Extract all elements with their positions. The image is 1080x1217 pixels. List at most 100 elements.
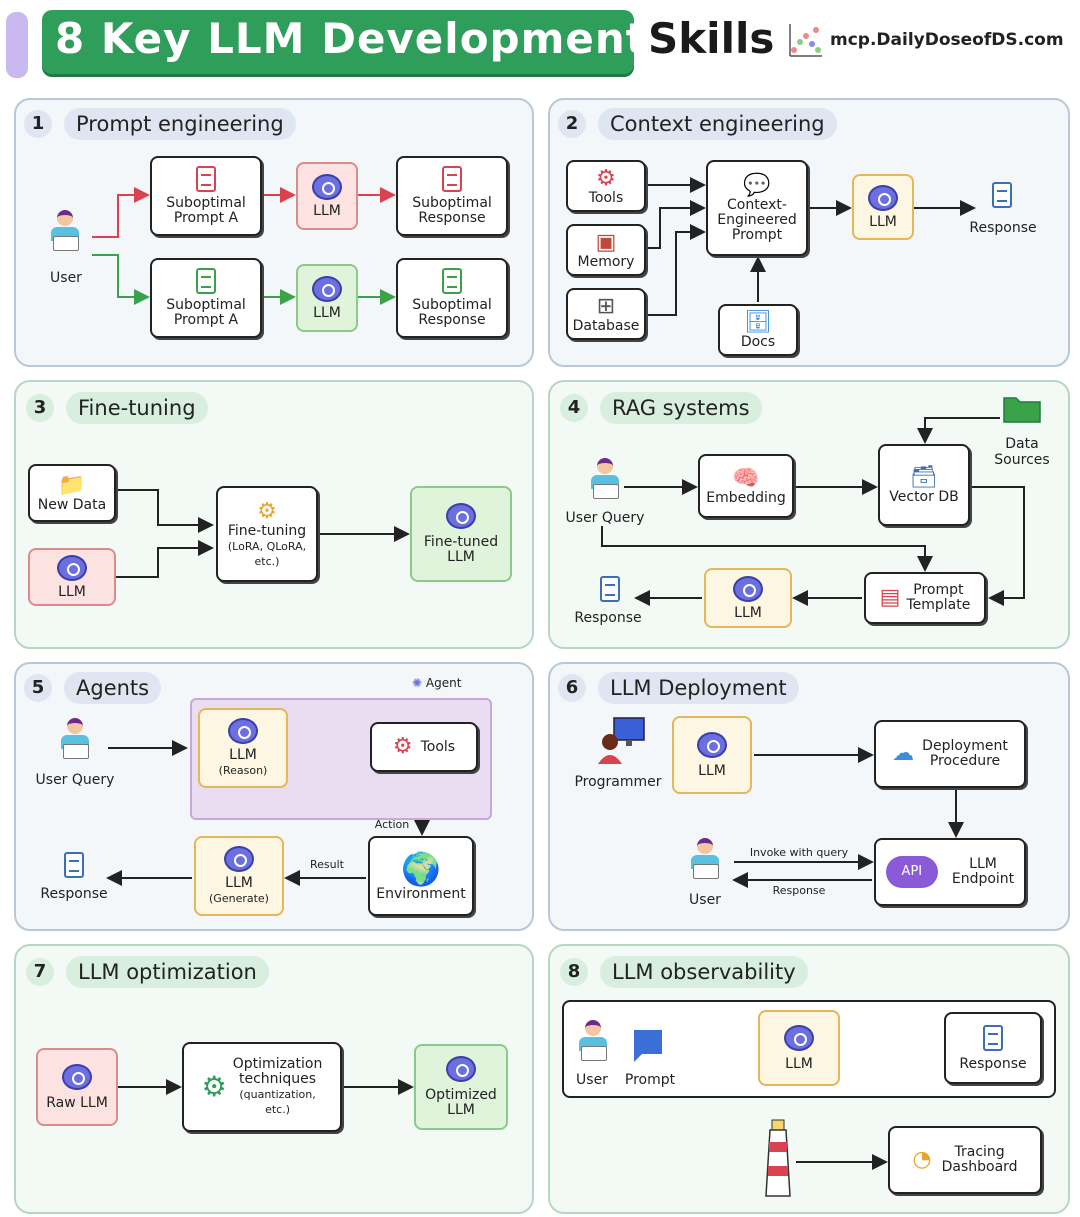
optimization-techniques-box: ⚙ Optimization techniques (quantization,…: [182, 1042, 342, 1132]
response-box: Response: [944, 1012, 1042, 1084]
action-label: Action: [374, 818, 410, 831]
panel-number: 5: [24, 674, 52, 702]
panel-title: Agents: [64, 672, 162, 704]
llm-icon: [312, 275, 342, 302]
site-url: mcp.DailyDoseofDS.com: [830, 30, 1064, 50]
title-accent-bar: [6, 12, 28, 78]
context-engineered-prompt-box: 💬 Context- Engineered Prompt: [706, 160, 808, 256]
panel-title: LLM observability: [600, 956, 808, 988]
gear-icon: ⚙: [392, 734, 413, 759]
gear-check-icon: ⚙: [257, 498, 277, 524]
user-query-label: User Query: [35, 772, 115, 788]
llm-icon: [733, 575, 763, 602]
panel-number: 8: [560, 958, 588, 986]
document-icon: [442, 166, 462, 192]
llm-box: LLM: [672, 716, 752, 794]
llm-reason-box: LLM (Reason): [198, 708, 288, 788]
box-label: LLM: [225, 875, 253, 891]
user-icon: [58, 718, 92, 759]
box-label: Memory: [577, 253, 635, 270]
llm-icon: [312, 173, 342, 200]
panel-number: 7: [26, 958, 54, 986]
gear-icon: ⚙: [596, 165, 616, 191]
user-query-label: User Query: [565, 510, 645, 526]
user-label: User: [689, 892, 721, 908]
dashboard-chart-icon: ◔: [912, 1147, 932, 1172]
box-label: LLM: [313, 304, 341, 321]
box-label: LLM Endpoint: [951, 856, 1015, 887]
panel-title: Fine-tuning: [66, 392, 208, 424]
box-label: Suboptimal Response: [412, 195, 492, 226]
tools-box: ⚙ Tools: [370, 722, 478, 772]
document-icon: [983, 1024, 1003, 1051]
panel-number: 4: [560, 394, 588, 422]
box-label: LLM: [869, 213, 897, 230]
programmer-label: Programmer: [574, 774, 662, 790]
chat-bubble-icon: 💬: [743, 172, 771, 198]
panel-number: 2: [558, 110, 586, 138]
globe-icon: 🌍: [401, 849, 441, 888]
box-label: LLM: [698, 762, 726, 779]
response-document-icon: [600, 576, 620, 602]
response-document-icon: [992, 182, 1012, 208]
scatter-logo-icon: [788, 22, 824, 58]
box-sublabel: (LoRA, QLoRA, etc.): [227, 539, 307, 568]
llm-box: LLM: [758, 1010, 840, 1086]
box-label: Docs: [740, 333, 776, 350]
prompt-label: Prompt: [624, 1072, 676, 1088]
environment-box: 🌍 Environment: [368, 836, 474, 916]
llm-icon: [228, 718, 258, 744]
box-label: Suboptimal Prompt A: [166, 195, 246, 226]
llm-box: LLM: [704, 568, 792, 628]
raw-llm-box: Raw LLM: [36, 1048, 118, 1126]
panel-title: LLM optimization: [66, 956, 269, 988]
llm-icon: [784, 1024, 814, 1051]
document-icon: [442, 268, 462, 294]
template-icon: ▤: [879, 585, 901, 610]
invoke-label: Invoke with query: [749, 846, 849, 859]
embedding-box: 🧠 Embedding: [698, 454, 794, 518]
box-label: LLM: [58, 583, 86, 600]
network-icon: ⊞: [596, 293, 616, 319]
box-sublabel: (quantization, etc.): [239, 1088, 316, 1116]
panel-title: Prompt engineering: [64, 108, 296, 140]
box-label: Database: [572, 317, 640, 334]
chat-icon: [628, 1026, 668, 1064]
suboptimal-prompt-a-box: Suboptimal Prompt A: [150, 156, 262, 236]
box-label: Vector DB: [889, 488, 959, 505]
tools-box: ⚙ Tools: [566, 160, 646, 212]
box-label: Optimization techniques: [232, 1056, 323, 1087]
box-label: Deployment Procedure: [922, 738, 1008, 769]
suboptimal-prompt-b-box: Suboptimal Prompt A: [150, 258, 262, 338]
box-label: LLM: [734, 604, 762, 621]
result-label: Result: [310, 858, 344, 871]
box-label: Context- Engineered Prompt: [717, 196, 797, 243]
folder-icon: 📁: [58, 472, 86, 498]
box-label: Environment: [376, 885, 466, 902]
box-label: Fine-tuned LLM: [423, 534, 499, 565]
response-document-icon: [64, 852, 84, 878]
suboptimal-response-box: Suboptimal Response: [396, 156, 508, 236]
response-label: Response: [969, 220, 1037, 236]
database-box: ⊞ Database: [566, 288, 646, 340]
database-icon: 🗃: [910, 464, 938, 490]
llm-icon: [446, 1056, 476, 1082]
box-label: Fine-tuning: [227, 522, 307, 539]
box-label: Raw LLM: [46, 1094, 108, 1111]
llm-box: LLM: [296, 162, 358, 230]
llm-box: LLM: [28, 548, 116, 606]
llm-icon: [62, 1063, 92, 1090]
response-label: Response: [772, 884, 826, 897]
box-label: Embedding: [706, 489, 786, 506]
panel-number: 6: [558, 674, 586, 702]
box-label: New Data: [37, 496, 107, 513]
llm-icon: [697, 731, 727, 758]
agent-tag: ✺ Agent: [412, 676, 461, 690]
page-title: 8 Key LLM Development: [55, 14, 647, 63]
user-icon: [688, 838, 722, 879]
llm-icon: ✺: [412, 676, 423, 690]
panel-title: LLM Deployment: [598, 672, 799, 704]
llm-generate-box: LLM (Generate): [194, 836, 284, 916]
box-label: LLM: [313, 202, 341, 219]
llm-box: LLM: [852, 174, 914, 240]
